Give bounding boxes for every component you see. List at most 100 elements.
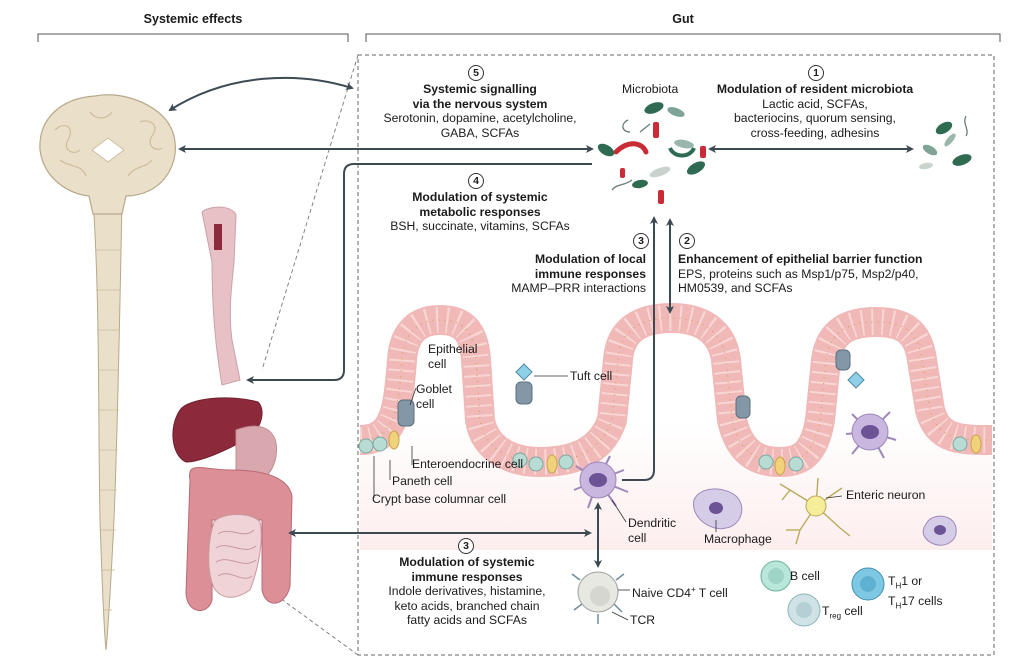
goblet-cell-2 [515,381,533,405]
resident-line2: bacteriocins, quorum sensing, [734,111,896,126]
metabolic-block: Modulation of systemic metabolic respons… [380,190,580,234]
tcr-label: TCR [630,613,656,627]
dendritic-cell-label: Dendritic cell [628,516,676,545]
esophagus [201,206,241,386]
naive-text: Naive CD4 [632,586,691,601]
tuft-cell-2 [847,371,865,389]
local-immune-line1: MAMP–PRR interactions [511,281,646,296]
systemic-bracket [37,33,349,42]
nervous-line2: GABA, SCFAs [440,125,520,140]
th1-t: T [888,574,896,588]
th1-sub: H [895,581,902,591]
resident-line1: Lactic acid, SCFAs, [762,96,868,111]
enteroendocrine-cell-label: Enteroendocrine cell [412,457,524,471]
th17-sub: H [895,601,902,611]
th17-end: 17 cells [901,594,943,609]
dendritic-cell-2 [845,411,897,459]
barrier-line1: EPS, proteins such as Msp1/p75, Msp2/p40… [678,266,919,281]
colon [185,467,293,611]
goblet-cell-label: Goblet cell [416,382,452,411]
metabolic-title-line1: Modulation of systemic [412,190,548,204]
th-line1: TH1 or [888,574,943,594]
nervous-title-line2: via the nervous system [412,96,548,111]
arrow-metabolic [246,163,592,384]
barrier-title: Enhancement of epithelial barrier functi… [678,252,923,266]
b-cell-label: B cell [790,569,820,583]
gut-box [357,54,995,656]
zoom-line-top [261,54,359,371]
small-intestine [208,514,262,598]
gut-bracket [365,33,1001,42]
header-systemic-effects: Systemic effects [143,12,243,26]
systemic-immune-line1: Indole derivatives, histamine, [388,584,546,599]
epithelial-line2: cell [428,356,447,371]
dendritic-cell [573,455,629,509]
metabolic-title-line2: metabolic responses [419,204,541,219]
microbiota-cluster [597,102,706,204]
resident-microbiota-cluster [919,115,972,170]
goblet-cell [397,399,415,427]
th-line2: TH17 cells [888,594,943,614]
number-5-badge: 5 [468,65,484,81]
goblet-line1: Goblet [416,382,452,396]
spinal-cord [92,199,123,651]
local-immune-title-line2: immune responses [534,266,646,281]
th-cell-label: TH1 or TH17 cells [888,574,943,614]
tuft-cell [515,363,533,381]
number-3-local-badge: 3 [633,233,649,249]
throat-mark [214,224,222,250]
resident-microbiota-block: Modulation of resident microbiota Lactic… [704,82,926,140]
systemic-immune-line2: keto acids, branched chain [394,598,540,613]
goblet-line2: cell [416,396,435,411]
systemic-immune-line3: fatty acids and SCFAs [407,613,527,628]
barrier-line2: HM0539, and SCFAs [678,281,793,296]
barrier-block: Enhancement of epithelial barrier functi… [678,252,922,296]
nervous-line1: Serotonin, dopamine, acetylcholine, [383,111,577,126]
metabolic-line1: BSH, succinate, vitamins, SCFAs [390,219,570,234]
number-4-badge: 4 [468,173,484,189]
th1-end: 1 or [901,574,923,588]
local-immune-title-line1: Modulation of local [534,252,646,266]
number-1-badge: 1 [808,65,824,81]
resident-title: Modulation of resident microbiota [716,82,914,96]
macrophage-label: Macrophage [704,532,772,546]
epithelial-line1: Epithelial [428,342,478,356]
goblet-cell-4 [735,395,751,419]
crypt-base-cells [358,430,982,476]
number-3-systemic-badge: 3 [458,538,474,554]
treg-sub: reg [829,611,842,621]
tuft-cell-label: Tuft cell [570,369,613,383]
lamina-propria [360,420,992,550]
treg-end: cell [841,604,863,618]
epithelium-band [358,303,993,477]
naive-t-cell-label: Naive CD4+ T cell [632,583,728,601]
enteric-neuron-label: Enteric neuron [846,488,926,502]
nervous-title-line1: Systemic signalling [423,82,537,96]
dendritic-line2: cell [628,530,647,545]
dendritic-line1: Dendritic [628,516,677,530]
arrow-brain-gut-curve [168,76,354,112]
microbiota-label: Microbiota [622,82,679,96]
naive-end: T cell [695,586,728,601]
crypt-base-columnar-label: Crypt base columnar cell [372,492,507,506]
systemic-immune-title-line1: Modulation of systemic [399,555,535,569]
header-gut: Gut [672,12,694,26]
paneth-cell-label: Paneth cell [392,474,453,488]
systemic-immune-block: Modulation of systemic immune responses … [370,555,564,628]
enteric-neuron-body [805,495,827,517]
nervous-signalling-block: Systemic signalling via the nervous syst… [366,82,594,140]
treg-t: T [822,604,830,618]
arrow-local-immune [622,216,658,481]
naive-sup: + [690,585,696,594]
systemic-immune-title-line2: immune responses [411,569,523,584]
th17-t: T [888,594,896,609]
brain-ventricle [91,137,125,163]
epithelial-cell-label: Epithelial cell [428,342,477,371]
number-2-badge: 2 [679,233,695,249]
treg-cell-label: Treg cell [822,604,863,624]
resident-line3: cross-feeding, adhesins [750,125,880,140]
local-immune-block: Modulation of local immune responses MAM… [484,252,646,296]
goblet-cell-3 [835,349,851,371]
